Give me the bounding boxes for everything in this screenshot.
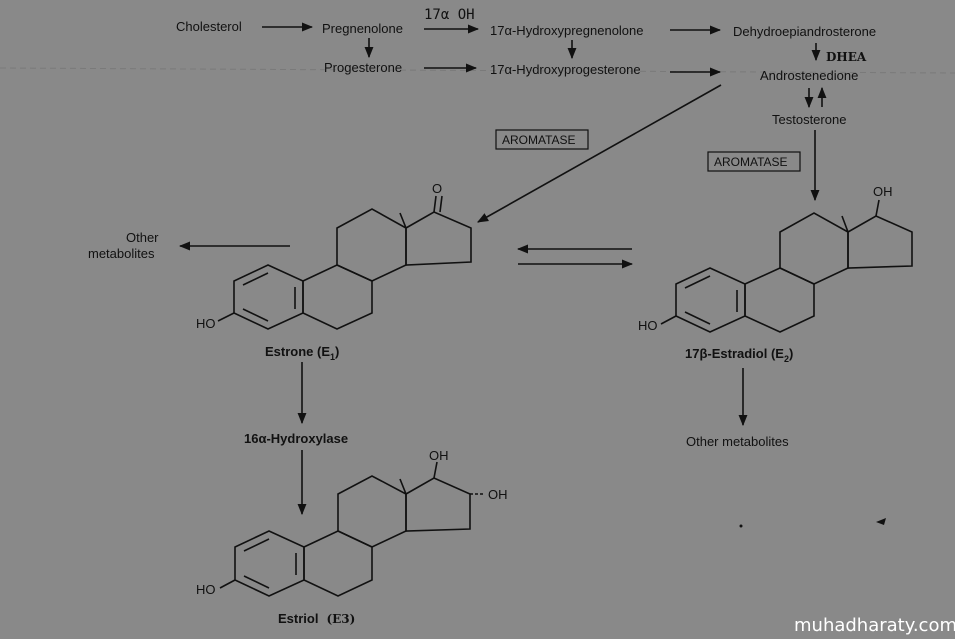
aromatase-box-right	[707, 151, 801, 172]
estrone-name: Estrone (E1)	[265, 344, 339, 362]
scan-line	[0, 67, 955, 74]
estrone-oxygen-label: O	[432, 181, 442, 196]
aromatase-label-left: AROMATASE	[502, 133, 576, 147]
hydroxylase-label: 16α-Hydroxylase	[244, 431, 348, 446]
pregnenolone-label: Pregnenolone	[322, 21, 403, 36]
estradiol-ring-a	[675, 267, 746, 333]
estradiol-ring-b	[744, 267, 815, 333]
scan-speck	[876, 518, 886, 525]
estriol-ring-d	[405, 477, 471, 532]
testosterone-label: Testosterone	[772, 112, 846, 127]
estradiol-ho-label: HO	[638, 318, 658, 333]
estrone-ring-b	[302, 264, 373, 330]
scan-speck	[739, 524, 743, 528]
estradiol-structure	[660, 199, 913, 333]
hydroxyprogesterone-label: 17α-Hydroxyprogesterone	[490, 62, 641, 77]
androstenedione-label: Androstenedione	[760, 68, 858, 83]
estrone-ring-a	[233, 264, 304, 330]
estriol-ho-label: HO	[196, 582, 216, 597]
estrone-ring-c	[336, 208, 407, 282]
dhea-full-label: Dehydroepiandrosterone	[733, 24, 876, 39]
other-metabolites-left-line2: metabolites	[88, 246, 155, 261]
dhea-abbr-label: DHEA	[826, 50, 867, 64]
handwritten-17a-oh-note: 17α OH	[424, 7, 475, 23]
arrow-androstenedione-estrone	[477, 84, 722, 223]
estradiol-name: 17β-Estradiol (E2)	[685, 346, 793, 364]
estriol-structure	[219, 461, 484, 597]
pathway-arrows	[178, 22, 827, 516]
estradiol-ring-c	[779, 212, 849, 285]
estriol-ring-b	[303, 530, 373, 597]
estriol-oh-top-label: OH	[429, 448, 449, 463]
other-metabolites-left-line1: Other	[126, 230, 159, 245]
estriol-ring-c	[337, 475, 407, 548]
estradiol-ring-d	[847, 215, 913, 269]
estriol-ring-a	[234, 530, 305, 597]
other-metabolites-right: Other metabolites	[686, 434, 789, 449]
estriol-name: Estriol(E3)	[278, 611, 355, 626]
watermark-text: muhadharaty.com	[794, 615, 955, 636]
estrone-ring-d	[405, 211, 472, 266]
aromatase-box-left	[495, 129, 589, 150]
estrone-ho-label: HO	[196, 316, 216, 331]
hydroxypregnenolone-label: 17α-Hydroxypregnenolone	[490, 23, 644, 38]
cholesterol-label: Cholesterol	[176, 19, 242, 34]
aromatase-label-right: AROMATASE	[714, 155, 788, 169]
estriol-oh-side-label: OH	[488, 487, 508, 502]
estrone-structure	[217, 195, 472, 330]
estradiol-oh-label: OH	[873, 184, 893, 199]
progesterone-label: Progesterone	[324, 60, 402, 75]
